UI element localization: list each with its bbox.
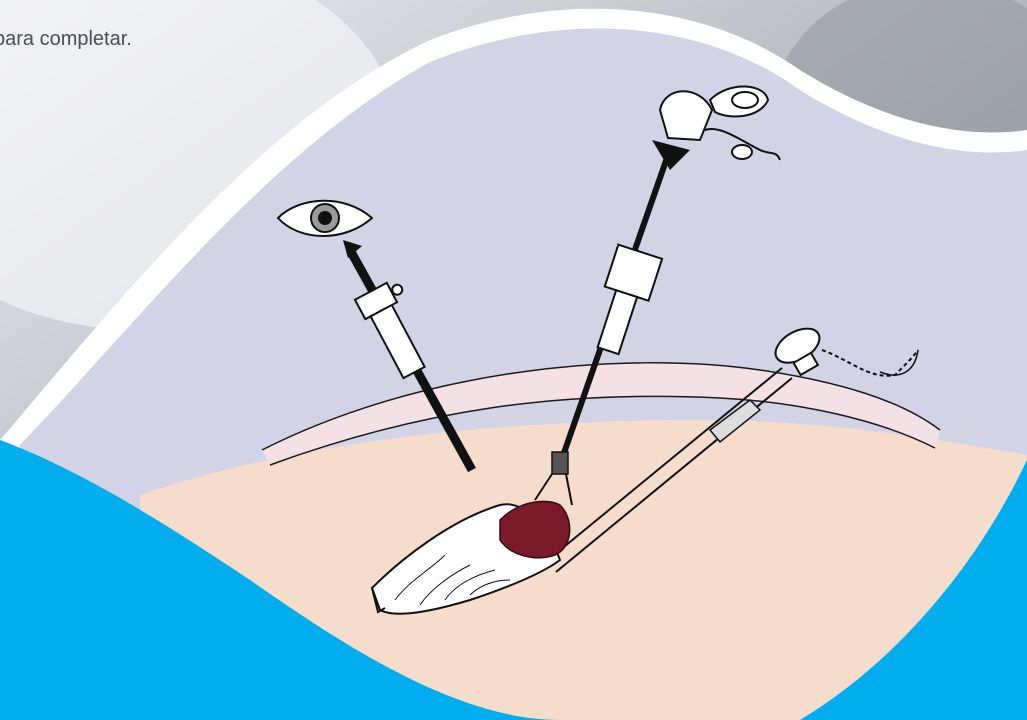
caption-text: para completar. <box>0 28 132 51</box>
